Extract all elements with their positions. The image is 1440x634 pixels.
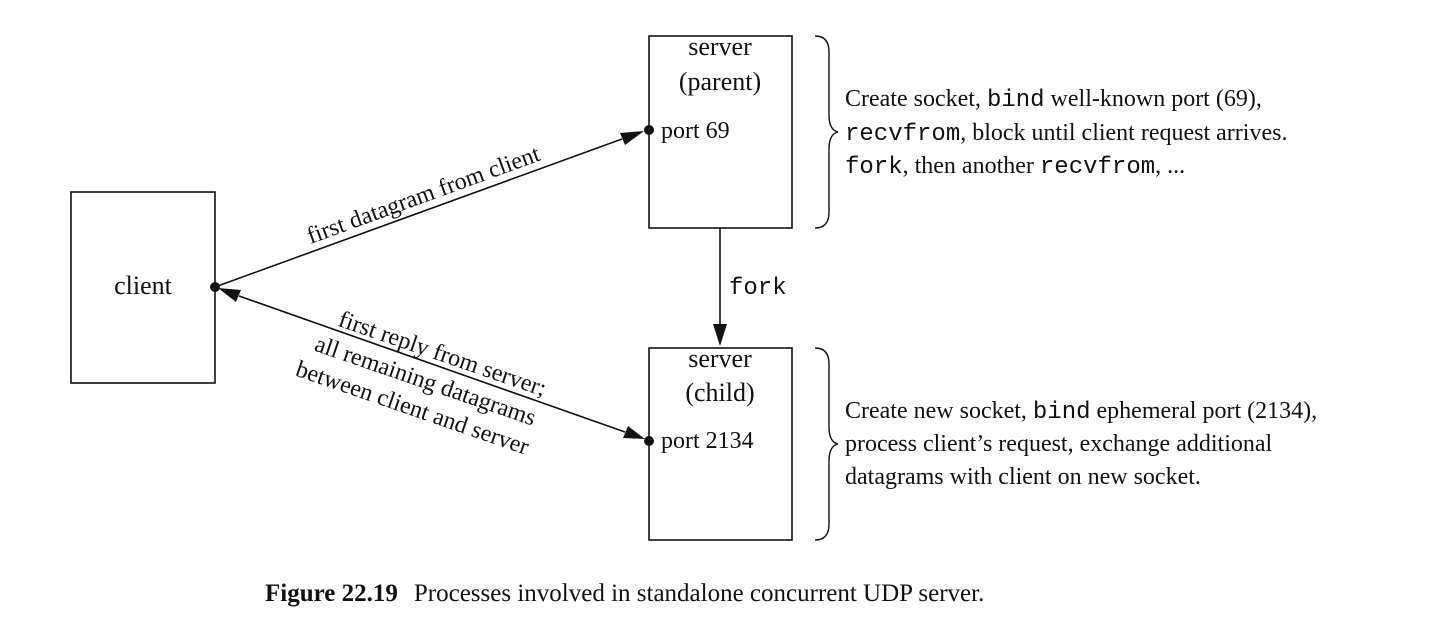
child-server-subtitle: (child) bbox=[685, 378, 754, 407]
reply-arrowhead-client bbox=[218, 288, 241, 302]
figure-caption-label: Figure 22.19 bbox=[265, 580, 398, 607]
first-datagram-arrow bbox=[214, 138, 623, 288]
child-note-line-3: datagrams with client on new socket. bbox=[845, 464, 1201, 490]
parent-note-line-1: Create socket, bind well-known port (69)… bbox=[845, 86, 1262, 114]
parent-note-brace bbox=[814, 35, 839, 229]
child-port-dot bbox=[644, 436, 654, 446]
parent-note: Create socket, bind well-known port (69)… bbox=[845, 86, 1287, 181]
child-note: Create new socket, bind ephemeral port (… bbox=[845, 398, 1317, 490]
reply-label-group: first reply from server; all remaining d… bbox=[292, 307, 549, 461]
child-note-line-2: process client’s request, exchange addit… bbox=[845, 431, 1273, 457]
figure-caption-text: Processes involved in standalone concurr… bbox=[414, 580, 984, 607]
reply-arrow-line bbox=[238, 295, 626, 433]
parent-server-subtitle: (parent) bbox=[679, 67, 761, 96]
parent-server-title: server bbox=[688, 32, 752, 61]
child-note-line-1: Create new socket, bind ephemeral port (… bbox=[845, 398, 1317, 426]
fork-label: fork bbox=[729, 275, 787, 302]
client-label: client bbox=[114, 271, 173, 300]
parent-note-line-3: fork, then another recvfrom, ... bbox=[845, 153, 1185, 181]
child-server-box bbox=[648, 347, 793, 541]
figure-caption: Figure 22.19 Processes involved in standa… bbox=[265, 580, 984, 607]
parent-port-dot bbox=[644, 125, 654, 135]
first-datagram-label: first datagram from client bbox=[304, 141, 544, 250]
child-server-title: server bbox=[688, 344, 752, 373]
reply-arrowhead-child bbox=[623, 426, 645, 439]
first-datagram-arrowhead bbox=[620, 131, 644, 145]
parent-port-label: port 69 bbox=[661, 118, 730, 144]
parent-note-line-2: recvfrom, block until client request arr… bbox=[845, 120, 1287, 148]
child-port-label: port 2134 bbox=[661, 428, 754, 454]
parent-server-box bbox=[648, 35, 793, 229]
child-note-brace bbox=[814, 347, 839, 541]
client-box bbox=[70, 191, 216, 384]
fork-arrowhead bbox=[713, 324, 727, 346]
